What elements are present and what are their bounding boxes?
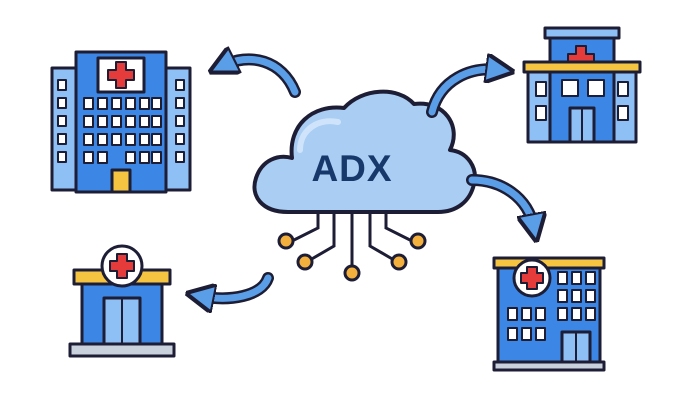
- node-4: [390, 253, 408, 271]
- hospital-bottom-right: [492, 256, 606, 372]
- connector-nodes: [277, 232, 427, 282]
- hospital-top-right: [522, 26, 642, 144]
- cloud-connectors: [292, 210, 412, 268]
- cloud-highlight: [297, 118, 341, 153]
- arrows: [200, 59, 534, 298]
- arrow-to-top-left: [222, 59, 299, 96]
- arrow-to-bottom-left: [200, 274, 272, 298]
- arrow-to-top-right: [428, 69, 500, 116]
- adx-cloud: ADX: [252, 89, 477, 214]
- arrow-to-bottom-right: [468, 176, 534, 228]
- node-3: [343, 264, 361, 282]
- red-cross-icon: [107, 61, 135, 89]
- node-5: [409, 232, 427, 250]
- red-cross-icon: [520, 266, 544, 290]
- red-cross-icon: [109, 253, 135, 279]
- node-2: [296, 253, 314, 271]
- cloud-label: ADX: [311, 148, 392, 189]
- base-step: [68, 342, 176, 358]
- hospital-top-left: [50, 50, 192, 194]
- door: [110, 168, 132, 194]
- hospital-bottom-left: [68, 244, 176, 358]
- base-step: [492, 360, 606, 372]
- canopy: [522, 60, 642, 74]
- node-1: [277, 232, 295, 250]
